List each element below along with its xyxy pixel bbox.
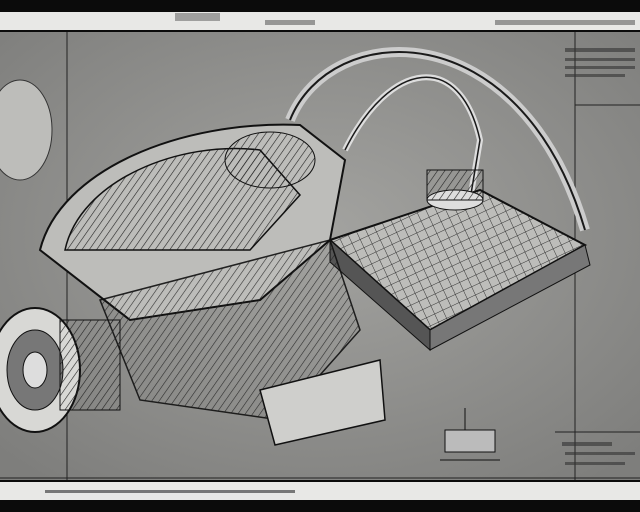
- footer-strip: [0, 482, 640, 500]
- tank-body: [426, 169, 484, 201]
- title-strip: [0, 12, 640, 30]
- small-detail-sketch: [440, 408, 500, 461]
- engine-dome: [224, 131, 316, 189]
- title-scribble: [175, 13, 220, 21]
- subtitle-scribble: [265, 20, 315, 25]
- turbine: [0, 307, 121, 433]
- intake-duct: [259, 359, 386, 446]
- deck-front: [429, 244, 591, 351]
- side-sketch: [0, 79, 53, 181]
- header-scribble: [495, 20, 635, 25]
- footer-scribble: [45, 490, 295, 493]
- notes-block: [562, 48, 635, 465]
- roll-arches: [285, 47, 590, 232]
